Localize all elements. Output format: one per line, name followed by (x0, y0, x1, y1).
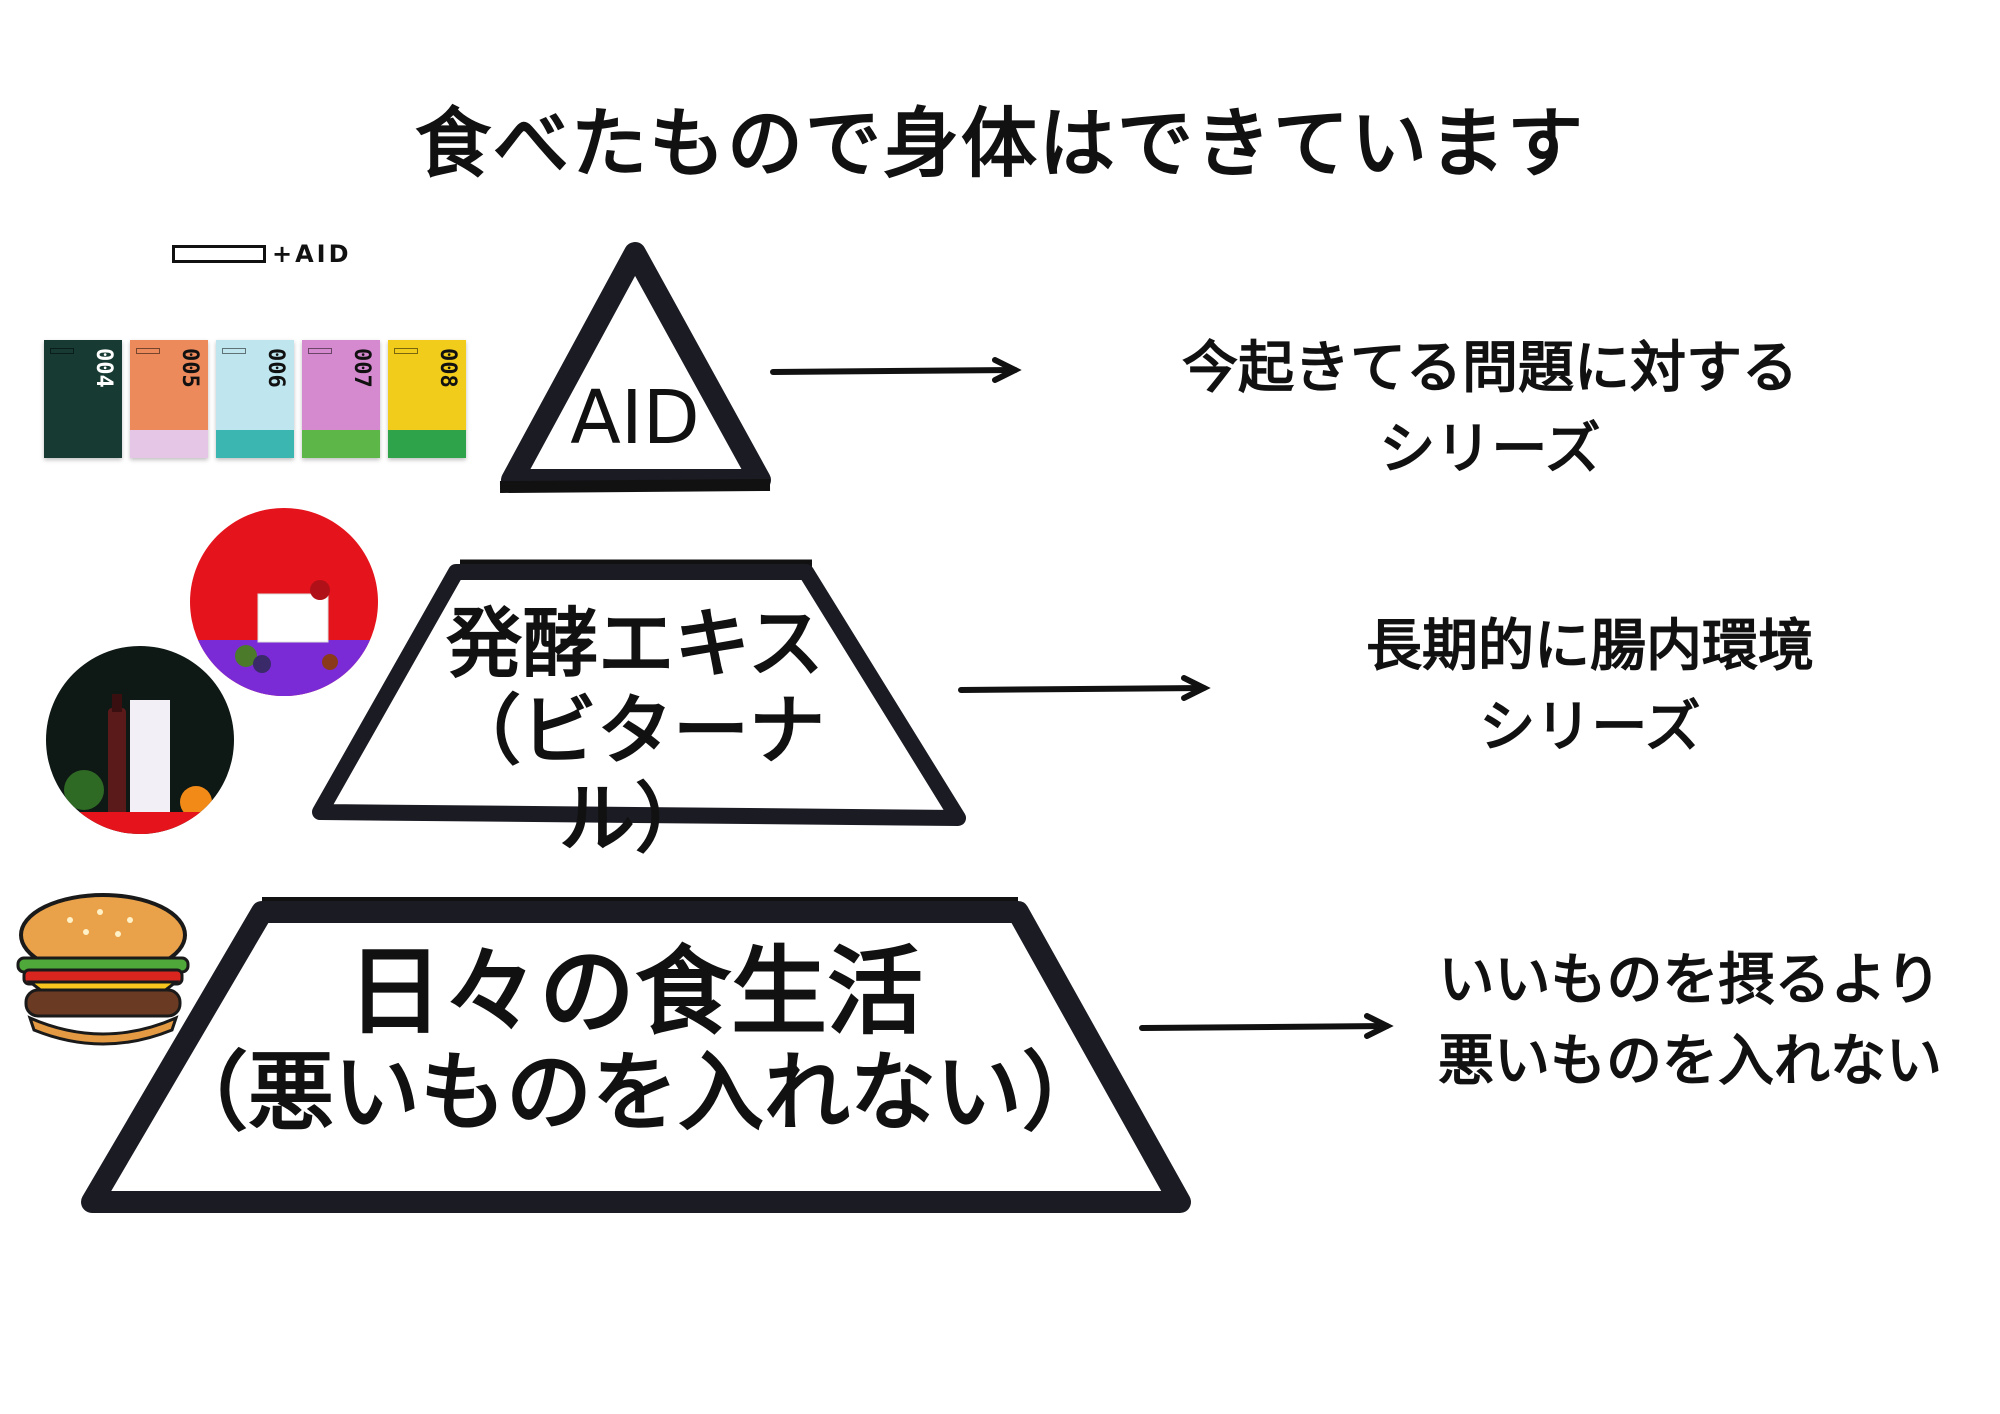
logo-text: +AID (272, 240, 352, 268)
desc-bottom: いいものを摂るより 悪いものを入れない (1438, 948, 1942, 1095)
pyramid-bottom-tier (81, 901, 1191, 1213)
tier-middle-line2: （ビターナル） (445, 686, 825, 863)
page-title: 食べたもので身体はできています (415, 99, 1585, 188)
desc-top: 今起きてる問題に対する シリーズ (1182, 336, 1798, 483)
product-band (130, 430, 208, 458)
product-logo-icon (136, 348, 160, 354)
product-box-004: 004 (44, 340, 122, 458)
product-number: 006 (263, 348, 288, 388)
product-logo-icon (222, 348, 246, 354)
tier-bottom-label: 日々の食生活 （悪いものを入れない） (150, 936, 1120, 1143)
tier-top-label: AID (570, 375, 700, 461)
product-number: 005 (177, 348, 202, 388)
tier-middle-label: 発酵エキス （ビターナル） (400, 600, 870, 862)
tier-bottom-line2: （悪いものを入れない） (162, 1042, 1108, 1143)
bitternal-bottle-photo (46, 646, 234, 834)
product-logo-icon (394, 348, 418, 354)
product-number: 007 (349, 348, 374, 388)
burger-icon (16, 893, 190, 1046)
product-box-008: 008 (388, 340, 466, 458)
product-box-005: 005 (130, 340, 208, 458)
product-number: 008 (435, 348, 460, 388)
tier-middle-line1: 発酵エキス (446, 599, 824, 688)
arrow-top (770, 357, 1022, 383)
product-box-006: 006 (216, 340, 294, 458)
product-band (44, 430, 122, 458)
product-number: 004 (91, 348, 116, 388)
product-band (302, 430, 380, 458)
tier-bottom-line1: 日々の食生活 (347, 936, 923, 1048)
desc-middle: 長期的に腸内環境 シリーズ (1366, 614, 1814, 761)
product-band (216, 430, 294, 458)
arrow-middle (958, 675, 1211, 701)
arrow-bottom (1139, 1013, 1394, 1039)
product-box-007: 007 (302, 340, 380, 458)
product-logo-icon (308, 348, 332, 354)
product-band (388, 430, 466, 458)
aid-brand-logo: +AID (172, 240, 352, 268)
pyramid-middle-tier (312, 564, 966, 826)
product-logo-icon (50, 348, 74, 354)
pyramid-top-base (499, 479, 771, 493)
fermented-extract-photo (190, 508, 378, 696)
logo-box-icon (172, 245, 266, 263)
